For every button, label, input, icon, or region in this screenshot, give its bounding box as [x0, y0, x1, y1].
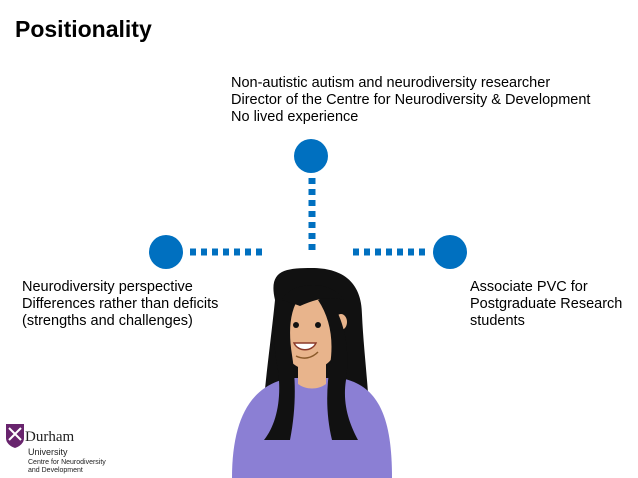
right-line: students	[470, 313, 525, 329]
top-statement: Non-autistic autism and neurodiversity r…	[231, 75, 590, 126]
left-statement: Neurodiversity perspective Differences r…	[22, 279, 218, 330]
logo-centre: Centre for Neurodiversity and Developmen…	[28, 459, 106, 475]
left-line: Neurodiversity perspective	[22, 279, 193, 295]
left-node	[149, 235, 183, 269]
right-statement: Associate PVC for Postgraduate Research …	[470, 279, 622, 330]
durham-crest-icon	[6, 424, 24, 448]
slide-title: Positionality	[15, 16, 152, 42]
top-line: No lived experience	[231, 109, 359, 125]
logo-centre-line: and Development	[28, 467, 83, 474]
right-line: Associate PVC for	[470, 279, 588, 295]
top-node	[294, 139, 328, 173]
left-line: (strengths and challenges)	[22, 313, 193, 329]
top-line: Director of the Centre for Neurodiversit…	[231, 92, 591, 108]
top-line: Non-autistic autism and neurodiversity r…	[231, 75, 551, 91]
logo-university: University	[28, 447, 68, 457]
left-line: Differences rather than deficits	[22, 296, 219, 312]
right-line: Postgraduate Research	[470, 296, 623, 312]
person-illustration	[232, 268, 392, 478]
right-node	[433, 235, 467, 269]
logo-centre-line: Centre for Neurodiversity	[28, 459, 106, 466]
logo-name: Durham	[25, 429, 75, 445]
